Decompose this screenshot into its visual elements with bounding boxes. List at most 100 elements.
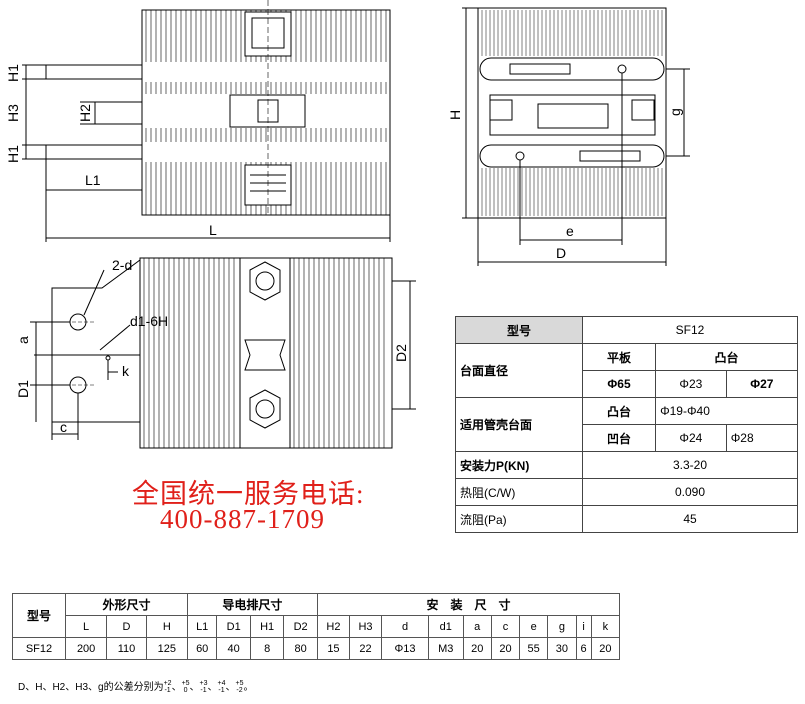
tolerance-item: +2-1 [164,680,172,694]
dim-h1-top: H1 [5,64,21,82]
dim-table-col-d: d [381,615,429,638]
dim-table-group-busbar: 导电排尺寸 [186,593,318,616]
dim-table-value-d: Φ13 [381,637,429,660]
dim-table-col-h3: H3 [348,615,383,638]
dim-a: a [15,336,31,344]
tolerance-lower: -1 [218,687,225,695]
dim-h2: H2 [77,104,93,122]
dim-table-value-c: 20 [490,637,521,660]
dim-table-value-l1: 60 [186,637,218,660]
dim-h1-bottom: H1 [5,145,21,163]
dim-table-value-e: 55 [519,637,549,660]
dim-table-col-d1: d1 [427,615,464,638]
dim-table-col-k: k [590,615,621,638]
dim-k: k [122,363,130,379]
spec-flow-value: 45 [582,505,798,533]
dim-table-group-outline: 外形尺寸 [65,593,188,616]
tolerance-upper: +3 [199,680,208,688]
dim-table-col-l1: L1 [186,615,218,638]
dim-d: D [556,245,566,261]
spec-flow-label: 流阻(Pa) [455,505,583,533]
dim-table-col-l: L [64,615,108,638]
dim-table-value-h1: 8 [249,637,285,660]
tolerance-item: +5-2 [236,680,244,694]
dim-table-col-d: D [106,615,147,638]
dim-table-value-d1: M3 [427,637,464,660]
dim-table-col-e: e [519,615,549,638]
dim-g: g [667,108,683,116]
dim-d1: D1 [15,380,31,398]
dim-d2: D2 [393,344,409,362]
dim-table-group-install: 安 装 尺 寸 [316,593,621,616]
spec-force-value: 3.3-20 [582,451,798,479]
spec-boss-value-2: Φ27 [725,370,799,398]
spec-concave-value-2: Φ28 [725,424,799,452]
tolerance-separator: 、 [171,682,182,693]
technical-drawing: H1 H3 H2 H1 L1 L H g e D [5,0,690,449]
tolerance-lower: -1 [200,687,207,695]
tolerance-separator: 、 [189,682,200,693]
spec-flat-label: 平板 [581,343,657,371]
hotline-number: 400-887-1709 [160,504,325,534]
dim-table-col-c: c [490,615,521,638]
dim-h: H [447,110,463,120]
spec-convex-label: 凸台 [581,397,657,425]
dim-table-value-d: 110 [106,637,147,660]
tolerance-separator: 、 [225,682,236,693]
plan-view [30,257,416,449]
spec-flat-value: Φ65 [581,370,657,398]
spec-case-label: 适用管壳台面 [455,397,583,452]
tolerance-item: +3-1 [200,680,208,694]
spec-boss-value-1: Φ23 [655,370,727,398]
dim-table-model-value: SF12 [12,637,66,660]
dim-c: c [60,419,67,435]
spec-table-dia-label: 台面直径 [455,343,583,398]
tolerance-note-suffix: 。 [243,682,254,693]
spec-table: 型号 SF12 台面直径 平板 凸台 Φ65 Φ23 Φ27 适用管壳台面 凸台… [455,316,799,533]
tolerance-note-prefix: D、H、H2、H3、g的公差分别为 [18,682,164,693]
dim-table-col-h1: H1 [249,615,285,638]
spec-concave-label: 凹台 [581,424,657,452]
dim-table-value-d2: 80 [283,637,318,660]
tolerance-upper: +5 [181,680,190,688]
dim-table-col-i: i [575,615,592,638]
tolerance-upper: +4 [217,680,226,688]
tolerance-upper: +5 [235,680,244,688]
dim-e: e [566,223,574,239]
dim-table-value-k: 20 [590,637,621,660]
dim-l: L [209,222,217,238]
spec-thermal-value: 0.090 [582,478,798,506]
dim-table-value-d1: 40 [216,637,251,660]
dim-2-d: 2-d [112,257,132,273]
dim-table-col-h: H [145,615,188,638]
dim-table-col-g: g [547,615,577,638]
front-view [22,0,391,242]
spec-boss-label: 凸台 [655,343,798,371]
hotline-label: 全国统一服务电话: [132,479,365,509]
dim-table-value-g: 30 [547,637,577,660]
tolerance-lower: -2 [236,687,243,695]
side-view [462,7,690,266]
dim-table-value-a: 20 [462,637,492,660]
tolerance-lower: -1 [164,687,171,695]
dim-table-value-i: 6 [575,637,592,660]
tolerance-item: +4-1 [218,680,226,694]
tolerance-upper: +2 [163,680,172,688]
spec-concave-value-1: Φ24 [655,424,727,452]
spec-model-value: SF12 [582,316,798,344]
dim-h3: H3 [5,104,21,122]
dim-table-col-d1: D1 [216,615,251,638]
dim-table-value-h: 125 [145,637,188,660]
dim-table-model-label: 型号 [12,593,66,638]
dim-table-value-h2: 15 [316,637,350,660]
dim-d1-6h: d1-6H [130,313,168,329]
spec-model-label: 型号 [455,316,583,344]
dim-table-col-d2: D2 [283,615,318,638]
dim-table-col-h2: H2 [316,615,350,638]
tolerance-separator: 、 [207,682,218,693]
dim-table-col-a: a [462,615,492,638]
dim-l1: L1 [85,172,101,188]
